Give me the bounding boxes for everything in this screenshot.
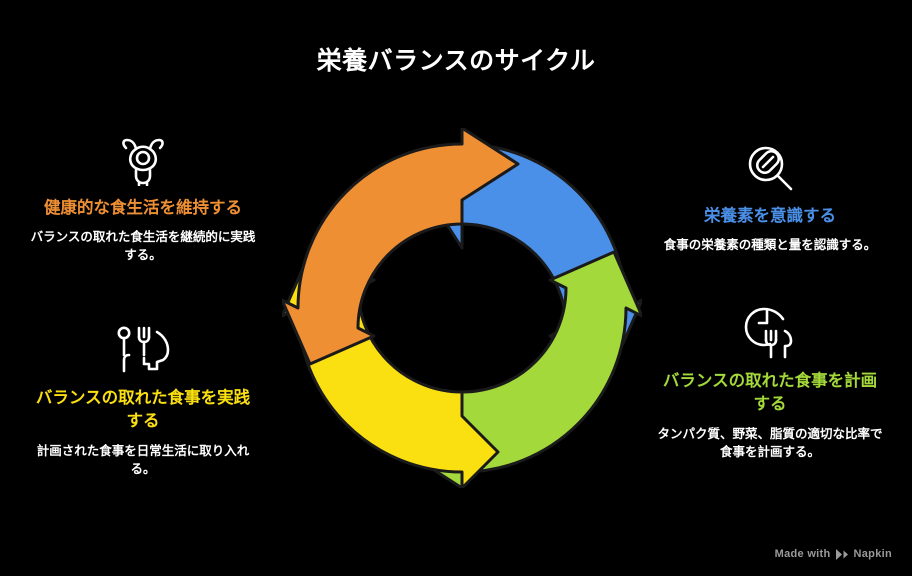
cycle-item-maintain-body: バランスの取れた食生活を継続的に実践する。 [30,230,256,263]
cycle-item-plan[interactable]: バランスの取れた食事を計画する タンパク質、野菜、脂質の適切な比率で食事を計画す… [655,305,885,461]
cycle-item-aware-body: 食事の栄養素の種類と量を認識する。 [663,238,877,253]
napkin-logo-icon [835,548,849,560]
magnifier-nutrient-icon [655,140,885,196]
watermark-made-with-label: Made with [774,548,831,560]
cycle-item-aware-heading: 栄養素を意識する [704,207,836,225]
watermark-brand-label: Napkin [853,548,892,560]
cycle-item-aware[interactable]: 栄養素を意識する 食事の栄養素の種類と量を認識する。 [655,140,885,255]
page-title: 栄養バランスのサイクル [316,47,596,75]
cycle-item-maintain[interactable]: 健康的な食生活を維持する バランスの取れた食生活を継続的に実践する。 [28,132,258,265]
cycle-item-practice-heading: バランスの取れた食事を実践する [35,389,251,431]
cycle-item-plan-heading: バランスの取れた食事を計画する [662,372,878,414]
nutrition-cycle-diagram [280,126,644,490]
cycle-svg [280,126,644,490]
cycle-item-practice-body: 計画された食事を日常生活に取り入れる。 [36,443,250,476]
plate-cutlery-icon [655,305,885,361]
cycle-item-practice[interactable]: バランスの取れた食事を実践する 計画された食事を日常生活に取り入れる。 [28,322,258,478]
cycle-arrow-maintain [280,126,520,366]
mindful-eating-head-icon [28,322,258,378]
cycle-item-maintain-heading: 健康的な食生活を維持する [44,199,242,217]
cycle-item-plan-body: タンパク質、野菜、脂質の適切な比率で食事を計画する。 [657,426,883,459]
napkin-watermark[interactable]: Made with Napkin [775,548,892,560]
apple-health-icon [28,132,258,188]
